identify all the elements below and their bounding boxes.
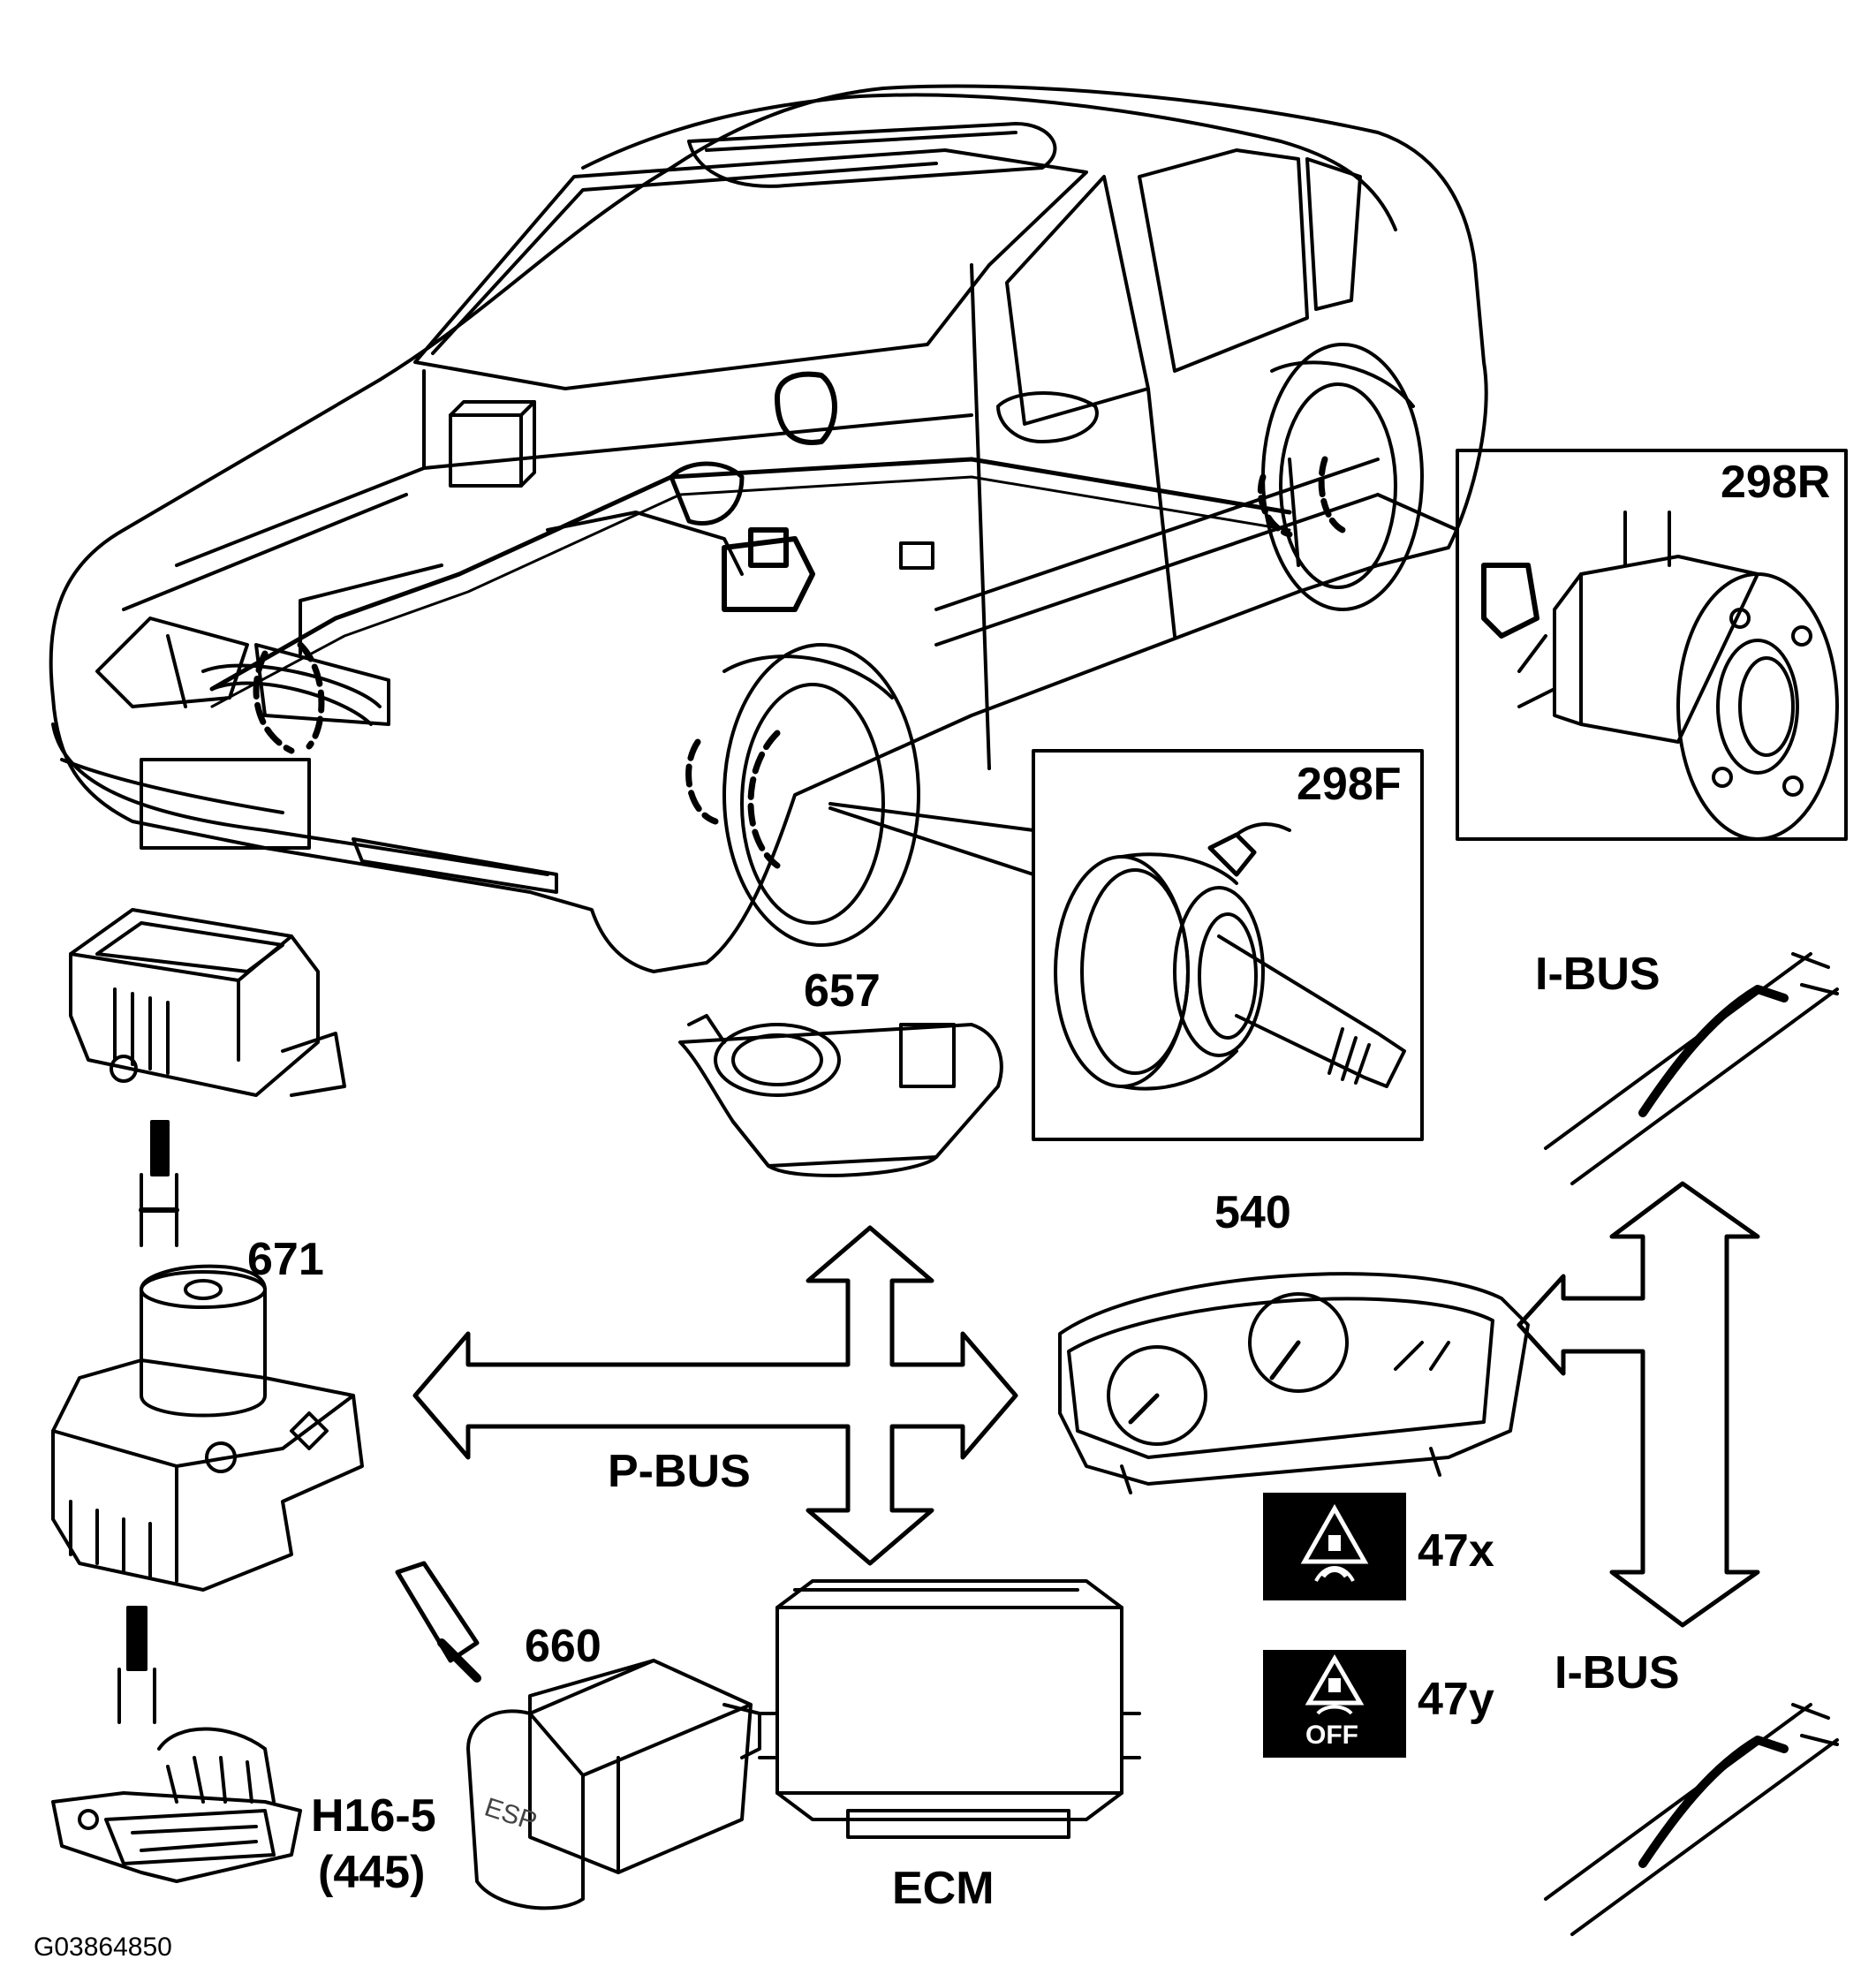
car-illustration <box>49 84 1488 973</box>
front-wheel-sensor-label: 298F <box>1297 759 1402 810</box>
esp-warning-indicator <box>1263 1493 1406 1600</box>
p-bus-arrow <box>412 1225 1018 1566</box>
diagnostic-connector-alt-label: (445) <box>318 1847 426 1898</box>
i-bus-cable-lower <box>1544 1703 1839 1936</box>
esp-off-indicator: OFF <box>1263 1650 1406 1758</box>
i-bus-cable-upper <box>1544 952 1839 1185</box>
figure-id: G03864850 <box>34 1933 172 1962</box>
instrument-cluster-label: 540 <box>1214 1187 1291 1238</box>
steering-angle-sensor-drawing <box>678 1014 1003 1177</box>
esp-control-module-label: 671 <box>247 1234 324 1285</box>
esp-warning-icon <box>1300 1503 1369 1583</box>
i-bus-lower-label: I-BUS <box>1555 1647 1680 1698</box>
front-wheel-sensor-detail <box>1032 749 1424 1141</box>
diagnostic-connector-label: H16-5 <box>311 1790 436 1842</box>
indicator-47y-label: 47y <box>1418 1674 1494 1725</box>
engine-control-module-drawing <box>758 1579 1141 1839</box>
rear-wheel-sensor-label: 298R <box>1721 457 1831 508</box>
i-bus-arrow <box>1517 1181 1760 1628</box>
esp-control-module-drawing <box>51 1264 364 1724</box>
esp-button-drawing <box>395 1561 761 1910</box>
instrument-cluster-drawing <box>1058 1272 1530 1494</box>
yaw-rate-sensor-drawing <box>69 908 346 1247</box>
esp-off-text: OFF <box>1305 1721 1358 1750</box>
indicator-47x-label: 47x <box>1418 1525 1494 1577</box>
engine-control-module-label: ECM <box>892 1863 995 1914</box>
rear-wheel-sensor-detail <box>1456 449 1848 841</box>
p-bus-label: P-BUS <box>608 1446 751 1497</box>
steering-angle-sensor-label: 657 <box>804 965 881 1017</box>
i-bus-upper-label: I-BUS <box>1535 949 1660 1000</box>
esp-button-label: 660 <box>525 1621 601 1672</box>
diagnostic-connector-drawing <box>51 1727 302 1883</box>
esp-off-icon <box>1305 1654 1365 1715</box>
